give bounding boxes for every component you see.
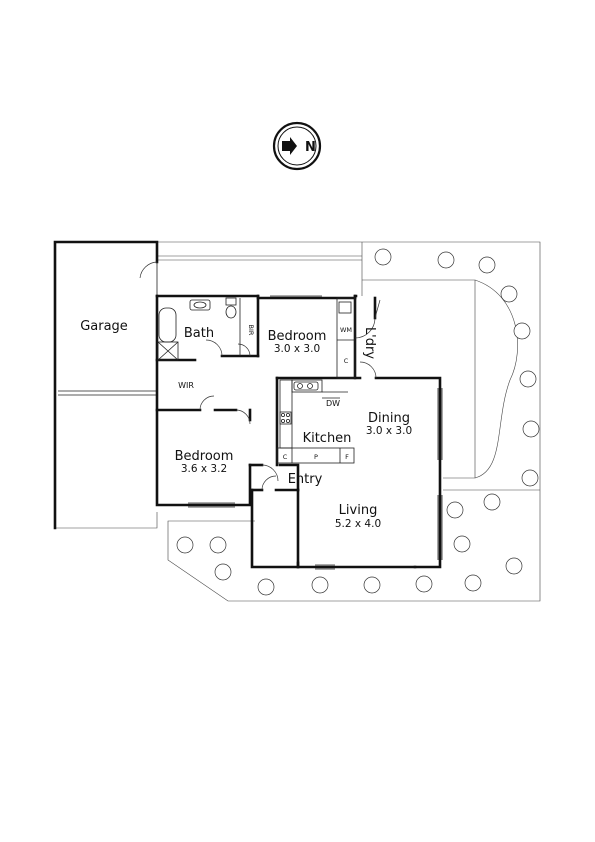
door-laundry-swing [354, 317, 376, 339]
kitchen-fixtures [276, 379, 355, 464]
garage-label: Garage [80, 319, 128, 334]
tree-icon [513, 322, 531, 340]
door-laundry-inner [359, 361, 377, 379]
door-bath [205, 339, 223, 357]
tree-icon [214, 563, 232, 581]
vanity-icon [189, 299, 211, 311]
dining-size: 3.0 x 3.0 [366, 425, 412, 437]
tree-icon [505, 557, 523, 575]
kitchen-bench-north [291, 379, 323, 393]
kitchen-f-label: F [345, 453, 349, 461]
compass: N [272, 121, 322, 171]
burner-icon [285, 412, 290, 417]
tree-icon [464, 574, 482, 592]
wall-entry-east [278, 463, 300, 492]
linen-cupboard [157, 341, 179, 361]
sink-bowl-icon [297, 383, 303, 389]
kitchen-p-label: P [314, 453, 318, 461]
dw-label: DW [326, 399, 340, 408]
door-bir [237, 343, 251, 357]
garden-bed [362, 279, 476, 479]
wall-porch [250, 488, 300, 569]
bedroom1-label: Bedroom [175, 449, 234, 464]
living-label: Living [339, 503, 378, 518]
tree-icon [483, 493, 501, 511]
laundry-fixtures [336, 297, 356, 379]
toilet-icon [225, 305, 237, 319]
landscape-trees [176, 248, 540, 596]
wall-bedroom1-outer [155, 294, 252, 507]
laundry-bench [336, 297, 356, 379]
burner-icon [280, 412, 285, 417]
tree-icon [453, 535, 471, 553]
door-entry [261, 464, 279, 482]
dining-label: Dining [368, 411, 410, 426]
basin-icon [193, 301, 207, 309]
door-front [261, 475, 277, 491]
tree-icon [374, 248, 392, 266]
wall-north-top [155, 294, 358, 300]
bathtub-icon [158, 307, 177, 343]
boundary-left [55, 512, 158, 529]
door-laundry [374, 299, 381, 319]
windows [188, 295, 443, 570]
toilet-cistern-icon [225, 297, 237, 306]
tree-icon [311, 576, 329, 594]
tree-icon [519, 370, 537, 388]
bedroom1-size: 3.6 x 3.2 [181, 463, 227, 475]
tree-icon [363, 576, 381, 594]
kitchen-label: Kitchen [303, 431, 352, 446]
entry-label: Entry [288, 472, 323, 487]
laundry-tub-icon [338, 301, 352, 314]
doors [199, 299, 381, 491]
living-size: 5.2 x 4.0 [335, 518, 381, 530]
north-arrow-icon [282, 137, 297, 155]
compass-letter: N [305, 140, 316, 155]
garage [53, 240, 159, 530]
burner-icon [280, 418, 285, 423]
door-wir [199, 395, 215, 411]
bedroom2-label: Bedroom [268, 329, 327, 344]
tree-icon [522, 420, 540, 438]
room-labels: Garage Bath BIR Bedroom 3.0 x 3.0 WM C L… [80, 319, 412, 530]
bath-label: Bath [184, 326, 214, 341]
tree-icon [446, 501, 464, 519]
door-bedroom1 [235, 409, 251, 425]
sink-bowl-icon [307, 383, 313, 389]
tree-icon [437, 251, 455, 269]
sink-icon [293, 381, 319, 391]
laundry-label: L'dry [362, 327, 377, 359]
tree-icon [415, 575, 433, 593]
tree-icon [257, 578, 275, 596]
cooktop-icon [279, 411, 292, 425]
pantry-row [276, 447, 355, 464]
linen-cross-2 [157, 341, 179, 361]
garden-curve [474, 279, 518, 479]
garage-walls [53, 240, 159, 530]
tree-icon [209, 536, 227, 554]
wall-east [374, 376, 442, 569]
kitchen-c-label: C [283, 453, 288, 461]
wm-label: WM [340, 326, 352, 334]
bedroom2-size: 3.0 x 3.0 [274, 343, 320, 355]
tree-icon [176, 536, 194, 554]
garage-door-swing [139, 261, 158, 279]
tree-icon [478, 256, 496, 274]
bir-label: BIR [247, 325, 255, 336]
wir-label: WIR [178, 381, 194, 390]
bath-fixtures [157, 297, 241, 361]
laundry-c-label: C [344, 357, 349, 365]
tree-icon [500, 285, 518, 303]
boundary-outline [157, 241, 541, 602]
burner-icon [285, 418, 290, 423]
tree-icon [521, 469, 539, 487]
